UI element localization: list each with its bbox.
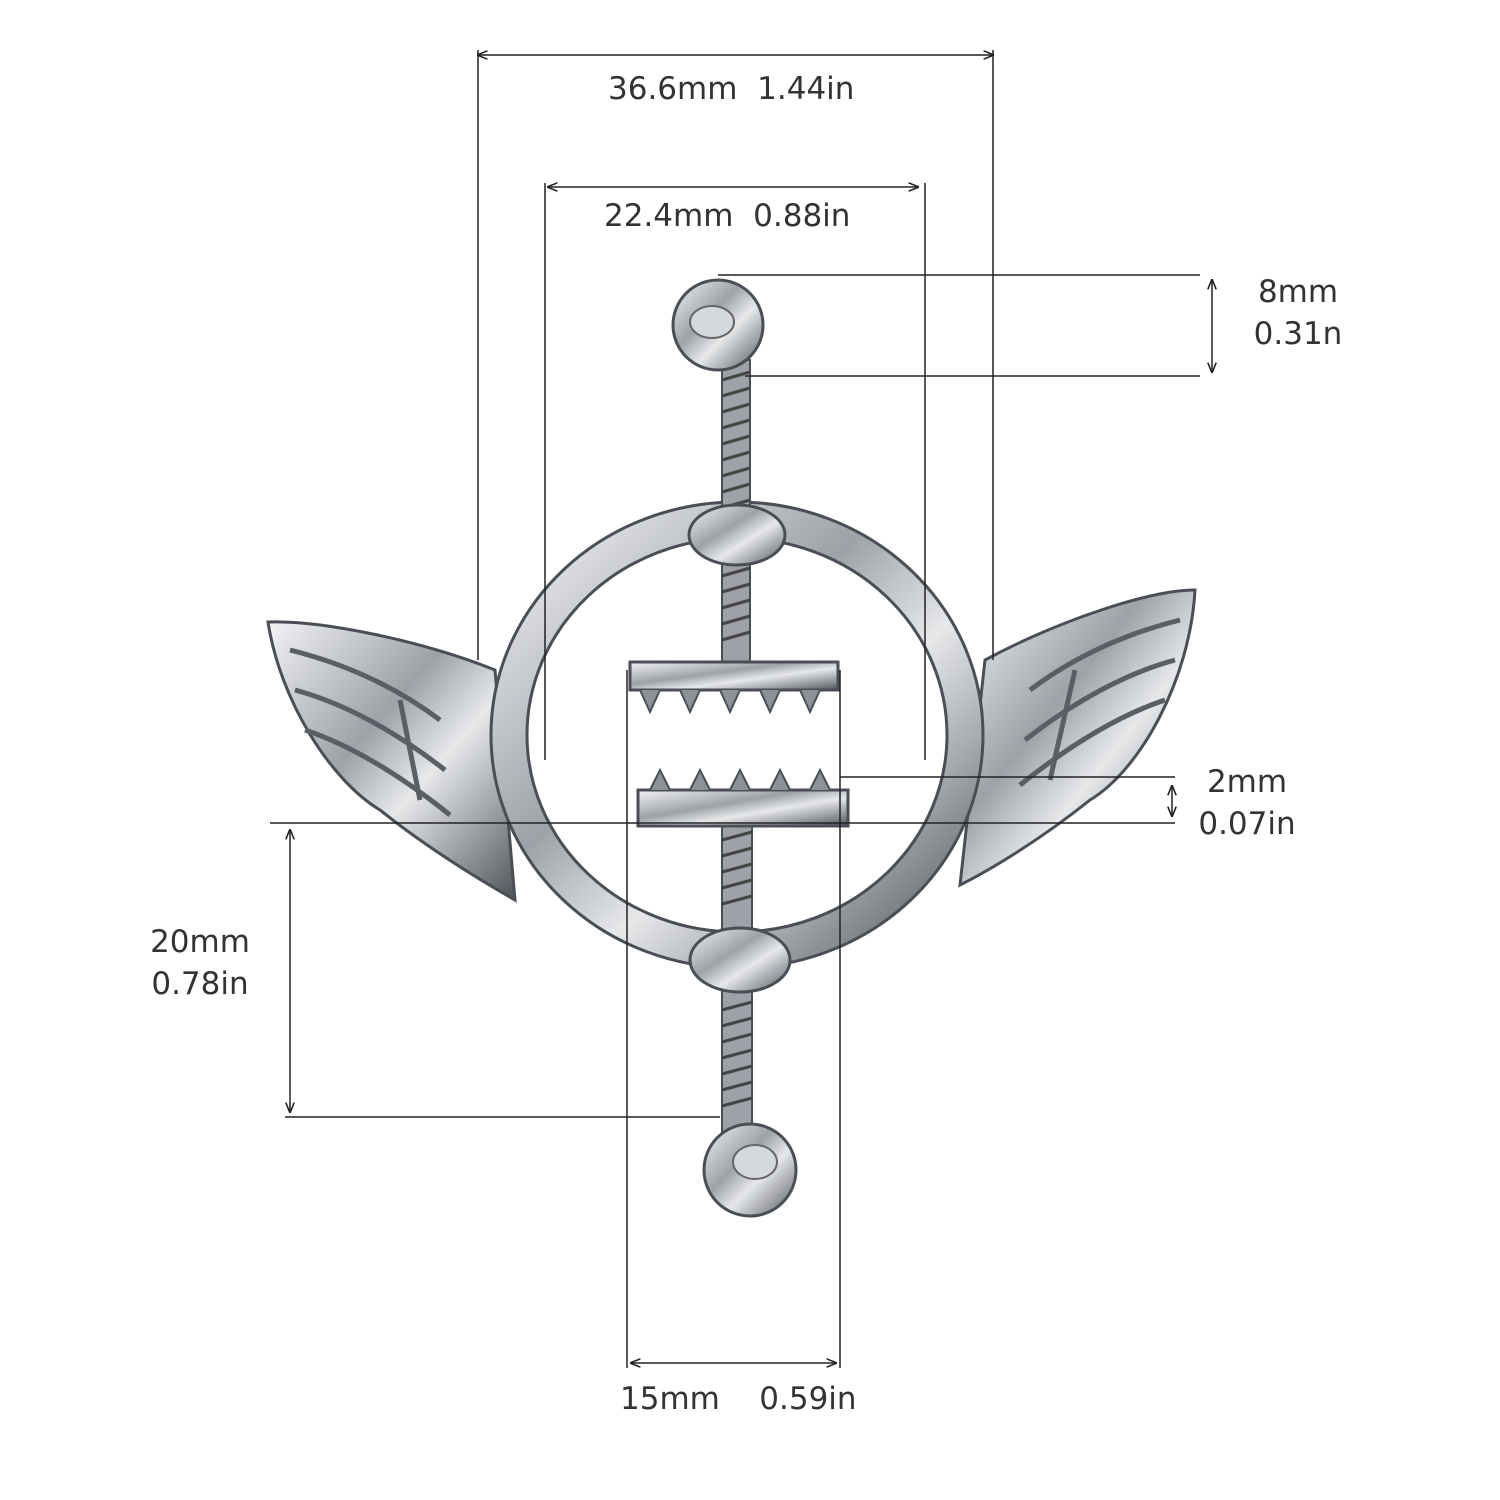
ring-width-in: 0.88in bbox=[753, 198, 851, 234]
left-wing bbox=[266, 620, 517, 903]
jaw-width-mm: 15mm bbox=[620, 1381, 720, 1417]
ball-bottom bbox=[702, 1122, 798, 1218]
ball-diameter-label: 8mm 0.31n bbox=[1248, 277, 1348, 350]
overall-width-dimension bbox=[478, 50, 993, 660]
jaw-thickness-mm: 2mm bbox=[1206, 764, 1288, 800]
jaw-width-label: 15mm 0.59in bbox=[620, 1384, 857, 1415]
jaw-bottom bbox=[636, 767, 850, 828]
overall-width-label: 36.6mm 1.44in bbox=[608, 74, 854, 105]
ball-diameter-mm: 8mm bbox=[1257, 274, 1339, 310]
ring-width-mm: 22.4mm bbox=[604, 198, 734, 234]
jaw-thickness-dimension bbox=[270, 776, 1175, 824]
jaw-thickness-label: 2mm 0.07in bbox=[1192, 767, 1302, 840]
screw-length-mm: 20mm bbox=[150, 924, 250, 960]
jaw-width-in: 0.59in bbox=[759, 1381, 857, 1417]
right-wing bbox=[958, 588, 1197, 888]
ring-knob-top bbox=[687, 503, 787, 567]
screw-length-dimension bbox=[285, 830, 720, 1118]
jaw-width-dimension bbox=[626, 670, 841, 1368]
ring-knob-bottom bbox=[688, 926, 792, 994]
screw-length-in: 0.78in bbox=[151, 966, 249, 1002]
ring-width-label: 22.4mm 0.88in bbox=[604, 201, 850, 232]
ring-width-dimension bbox=[544, 183, 926, 760]
overall-width-mm: 36.6mm bbox=[608, 71, 738, 107]
overall-width-in: 1.44in bbox=[757, 71, 855, 107]
nipple-clamp-product bbox=[266, 278, 1197, 1218]
jaw-thickness-in: 0.07in bbox=[1198, 806, 1296, 842]
screw-length-label: 20mm 0.78in bbox=[145, 927, 255, 1000]
jaw-top bbox=[628, 660, 840, 715]
ball-top bbox=[671, 278, 765, 372]
ball-diameter-in: 0.31n bbox=[1253, 316, 1343, 352]
ball-diameter-dimension bbox=[718, 274, 1212, 377]
